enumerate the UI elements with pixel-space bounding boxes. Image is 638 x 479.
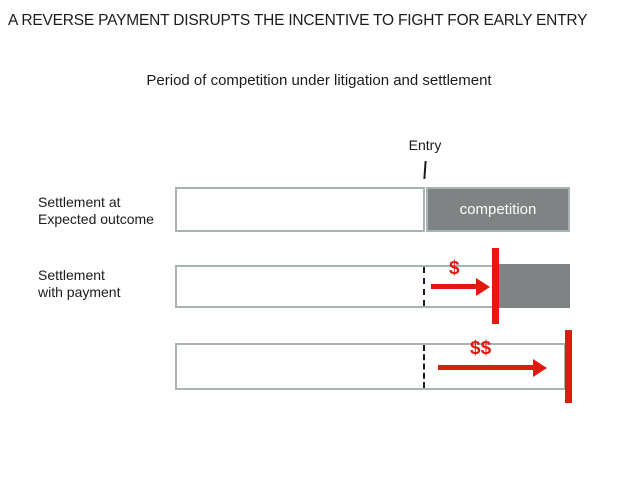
row1-competition-box: competition	[426, 187, 570, 232]
row3-delayed-entry-line	[565, 330, 572, 403]
row1-label-line1: Settlement at	[38, 194, 121, 210]
row2-payment-arrow-head-icon	[476, 278, 490, 296]
diagram-subtitle: Period of competition under litigation a…	[146, 72, 492, 89]
competition-label: competition	[459, 201, 537, 218]
row3-expected-entry-dashed-line	[423, 345, 425, 388]
row2-competition-box	[499, 264, 570, 308]
row3-payment-symbol: $$	[470, 338, 492, 359]
row2-payment-arrow-icon	[431, 284, 477, 289]
row1-litigation-bar	[175, 187, 425, 232]
row3-payment-arrow-icon	[438, 365, 534, 370]
row2-label: Settlement with payment	[38, 267, 188, 300]
row2-label-line1: Settlement	[38, 267, 105, 283]
row2-label-line2: with payment	[38, 283, 121, 300]
row3-payment-arrow-head-icon	[533, 359, 547, 377]
row1-label: Settlement at Expected outcome	[38, 194, 188, 227]
entry-label: Entry	[408, 137, 442, 153]
entry-tick-mark	[423, 160, 427, 180]
row2-payment-symbol: $	[449, 258, 460, 279]
row1-label-line2: Expected outcome	[38, 210, 154, 227]
row2-expected-entry-dashed-line	[423, 267, 425, 306]
row2-delayed-entry-line	[492, 248, 499, 324]
slide-title: A REVERSE PAYMENT DISRUPTS THE INCENTIVE…	[8, 12, 588, 29]
